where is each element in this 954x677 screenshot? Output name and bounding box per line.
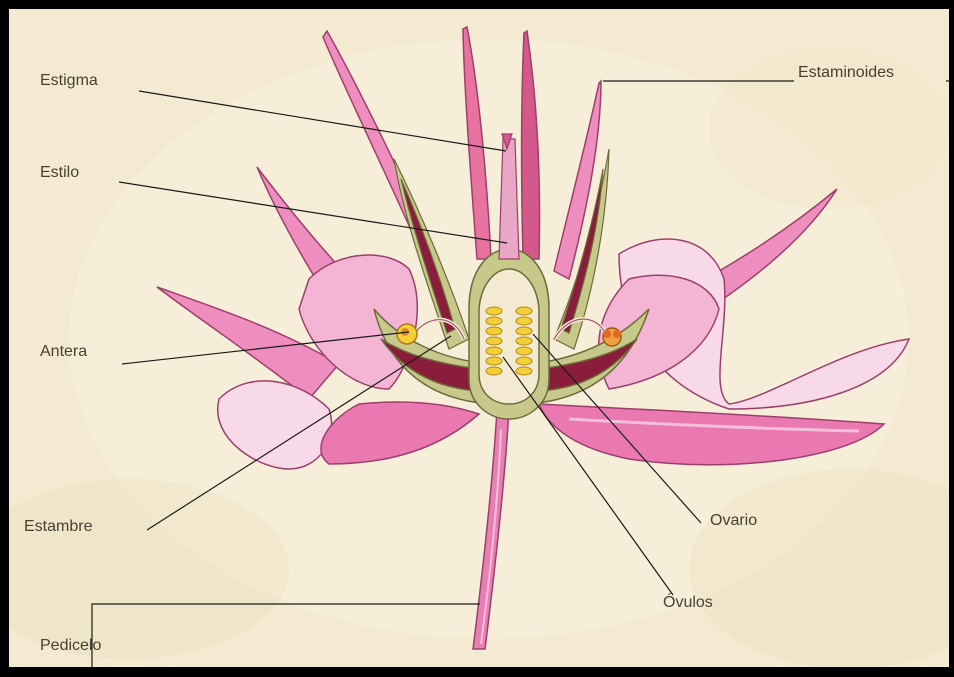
label-estigma: Estigma — [40, 72, 98, 90]
label-antera: Antera — [40, 343, 87, 361]
style-stigma — [499, 134, 519, 259]
ovary — [469, 249, 549, 419]
label-ovulos: Óvulos — [663, 594, 713, 612]
label-pedicelo: Pedicelo — [40, 637, 101, 655]
label-estambre: Estambre — [24, 518, 92, 536]
label-estaminoides: Estaminoides — [798, 64, 894, 82]
flower-illustration — [9, 9, 954, 677]
label-estilo: Estilo — [40, 164, 79, 182]
label-ovario: Ovario — [710, 512, 757, 530]
